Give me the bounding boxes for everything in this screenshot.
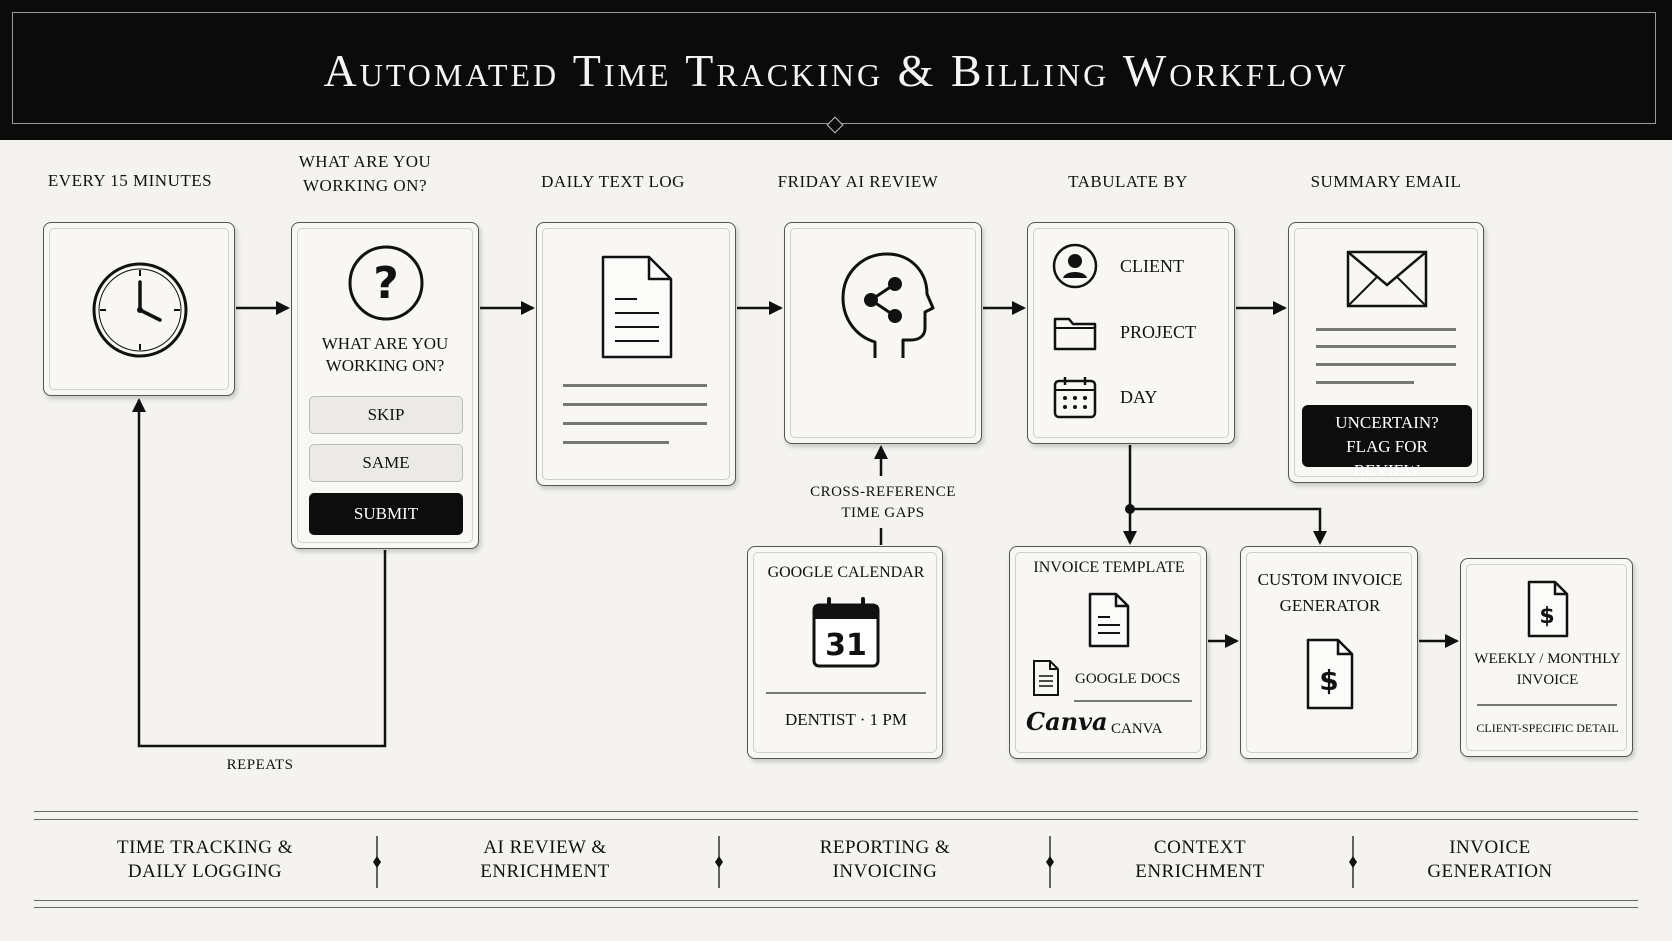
svg-text:$: $ bbox=[1319, 664, 1338, 697]
footer-phase-1: Time Tracking & Daily Logging bbox=[116, 837, 294, 882]
user-icon bbox=[1052, 243, 1098, 289]
tabulate-client: Client bbox=[1120, 256, 1184, 276]
svg-text:?: ? bbox=[373, 258, 399, 309]
tabulate-project: Project bbox=[1120, 322, 1197, 342]
same-button[interactable]: Same bbox=[309, 444, 463, 482]
summary-email-card: Uncertain? Flag for review bbox=[1288, 222, 1484, 483]
prompt-question: What are you working on? bbox=[321, 334, 449, 375]
calendar-grid-icon bbox=[1053, 377, 1097, 419]
svg-text:$: $ bbox=[1539, 604, 1554, 629]
envelope-icon bbox=[1346, 250, 1428, 308]
dollar-doc-icon: $ bbox=[1306, 638, 1354, 710]
footer-rule-top bbox=[34, 811, 1638, 812]
dollar-doc-icon: $ bbox=[1527, 580, 1569, 638]
canva-logo: Canva bbox=[1026, 707, 1108, 736]
calendar-title: Google Calendar bbox=[767, 564, 925, 581]
final-invoice-title: Weekly / Monthly Invoice bbox=[1474, 651, 1621, 688]
canva-label: Canva bbox=[1111, 721, 1163, 737]
question-icon: ? bbox=[348, 245, 424, 321]
prompt-card: ? What are you working on? Skip Same Sub… bbox=[291, 222, 479, 549]
final-invoice-card: $ Weekly / Monthly Invoice Client-specif… bbox=[1460, 558, 1633, 757]
page-title: Automated Time Tracking & Billing Workfl… bbox=[323, 44, 1349, 96]
footer-phase-4: Context Enrichment bbox=[1135, 837, 1265, 882]
footer-phase-2: AI Review & Enrichment bbox=[480, 837, 610, 882]
tabulate-day: Day bbox=[1120, 387, 1158, 407]
footer-phase-5: Invoice Generation bbox=[1427, 837, 1553, 882]
tabulate-card: Client Project Day bbox=[1027, 222, 1235, 444]
footer-rule-top-2 bbox=[34, 819, 1638, 820]
final-invoice-detail: Client-specific detail bbox=[1476, 721, 1619, 735]
label-what-working: What are you working on? bbox=[298, 152, 432, 195]
doc-small-icon bbox=[1033, 660, 1059, 696]
google-docs-label: Google Docs bbox=[1075, 671, 1181, 687]
submit-button[interactable]: Submit bbox=[309, 493, 463, 535]
invoice-template-title: Invoice Template bbox=[1033, 559, 1185, 576]
document-icon bbox=[1088, 592, 1130, 648]
label-summary-email: Summary Email bbox=[1310, 172, 1462, 191]
header-bar: Automated Time Tracking & Billing Workfl… bbox=[0, 0, 1672, 140]
label-daily-log: Daily Text Log bbox=[541, 172, 685, 191]
label-every-15: Every 15 Minutes bbox=[47, 171, 213, 190]
footer-rule-bottom bbox=[34, 900, 1638, 901]
skip-button[interactable]: Skip bbox=[309, 396, 463, 434]
folder-icon bbox=[1053, 317, 1097, 351]
ai-review-card bbox=[784, 222, 982, 444]
label-tabulate-by: Tabulate By bbox=[1068, 172, 1188, 191]
invoice-template-card: Invoice Template Google Docs Canva Canva bbox=[1009, 546, 1207, 759]
calendar-event: Dentist · 1 PM bbox=[785, 710, 907, 729]
footer-phase-3: Reporting & Invoicing bbox=[819, 837, 951, 882]
clock-icon bbox=[92, 262, 188, 358]
calendar-icon: 31 bbox=[812, 597, 880, 668]
calendar-date: 31 bbox=[825, 628, 867, 663]
custom-generator-title: Custom Invoice Generator bbox=[1257, 570, 1403, 615]
google-calendar-card: Google Calendar 31 Dentist · 1 PM bbox=[747, 546, 943, 759]
footer-rule-bottom-2 bbox=[34, 907, 1638, 908]
ai-head-icon bbox=[841, 252, 935, 358]
cross-reference-label: Cross-reference time gaps bbox=[810, 484, 956, 521]
label-friday-review: Friday AI Review bbox=[777, 172, 939, 191]
repeats-label: Repeats bbox=[226, 757, 294, 773]
document-icon bbox=[601, 255, 673, 359]
flag-for-review-badge: Uncertain? Flag for review bbox=[1302, 405, 1472, 480]
custom-invoice-generator-card: Custom Invoice Generator $ bbox=[1240, 546, 1418, 759]
timer-card bbox=[43, 222, 235, 396]
daily-log-card bbox=[536, 222, 736, 486]
